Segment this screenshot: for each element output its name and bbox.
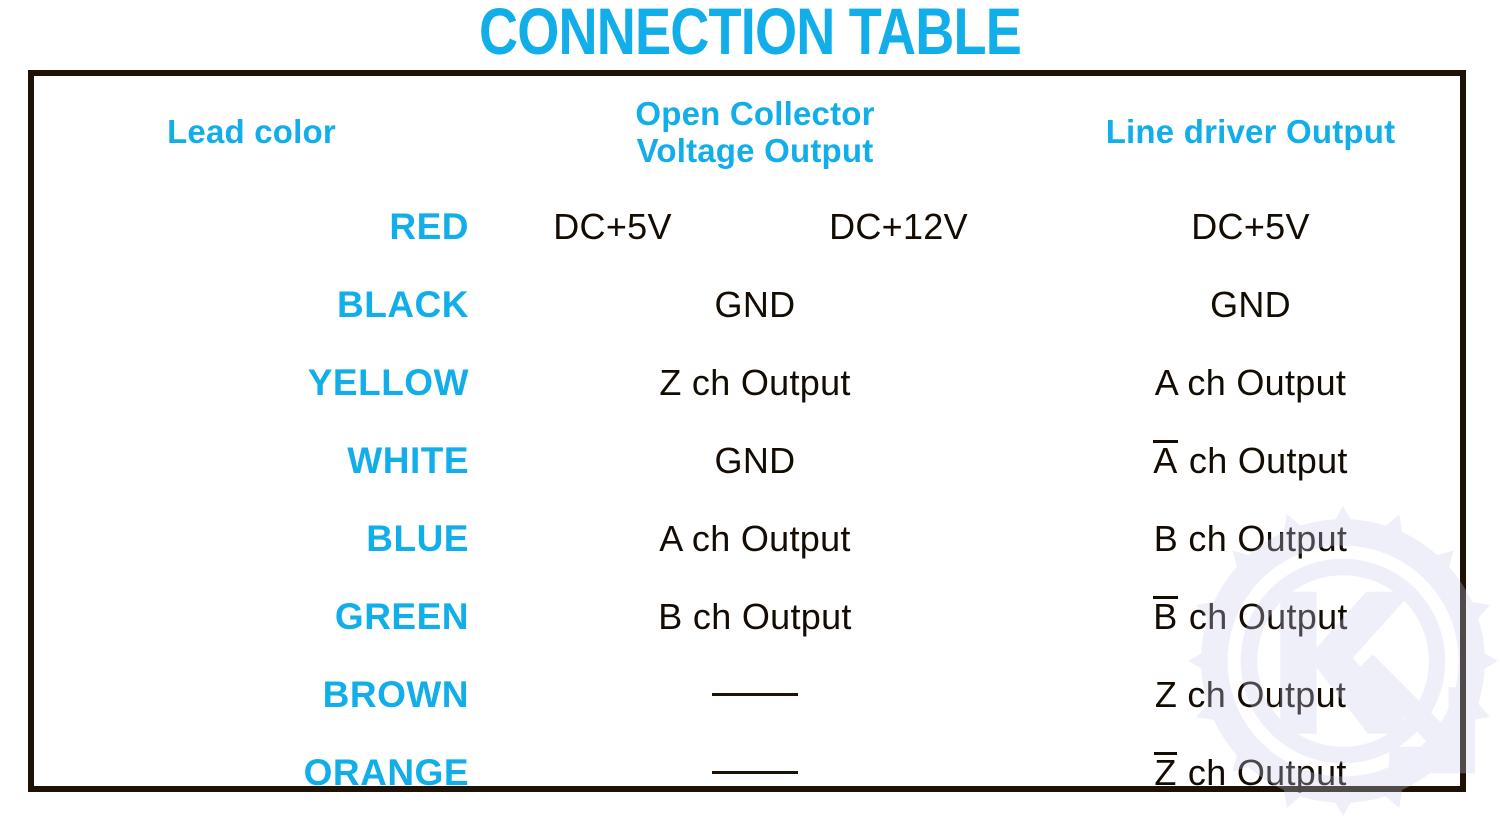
page-title: CONNECTION TABLE — [478, 0, 1022, 68]
empty-dash — [712, 770, 798, 774]
line-driver-cell: B ch Output — [1153, 518, 1348, 559]
column-header-line-driver-label: Line driver Output — [1105, 113, 1396, 151]
overline-signal: B — [1153, 596, 1178, 637]
open-collector-cell: Z ch Output — [659, 362, 851, 403]
column-header-open-collector-line2: Voltage Output — [636, 132, 874, 169]
line-driver-cell-text: ch Output — [1178, 440, 1348, 481]
lead-color-cell: BLUE — [366, 518, 469, 559]
table-row: WHITE GND A ch Output — [34, 422, 1460, 500]
line-driver-cell: A ch Output — [1154, 362, 1347, 403]
table-row: YELLOW Z ch Output A ch Output — [34, 344, 1460, 422]
connection-table-page: CONNECTION TABLE — [28, 0, 1499, 817]
line-driver-cell-text: ch Output — [1178, 596, 1348, 637]
open-collector-cell: GND — [714, 440, 796, 481]
header-row: Lead color Open Collector Voltage Output… — [34, 76, 1460, 188]
open-collector-cell: GND — [714, 284, 796, 325]
lead-color-cell: ORANGE — [303, 752, 469, 793]
connection-table: Lead color Open Collector Voltage Output… — [28, 70, 1466, 793]
lead-color-cell: YELLOW — [307, 362, 469, 403]
table-header: Lead color Open Collector Voltage Output… — [34, 76, 1460, 188]
line-driver-cell-text: ch Output — [1177, 752, 1347, 793]
open-collector-cell: B ch Output — [658, 596, 852, 637]
open-collector-cell: A ch Output — [659, 518, 851, 559]
line-driver-cell: DC+5V — [1191, 206, 1310, 247]
overline-signal: A — [1153, 440, 1178, 481]
overline-signal: Z — [1154, 752, 1177, 793]
table-row: ORANGE Z ch Output — [34, 734, 1460, 812]
column-header-open-collector-line1: Open Collector — [635, 94, 875, 132]
lead-color-cell: WHITE — [347, 440, 469, 481]
line-driver-cell: Z ch Output — [1154, 674, 1347, 715]
line-driver-cell: GND — [1210, 284, 1291, 325]
table-row: BROWN Z ch Output — [34, 656, 1460, 734]
connection-table-grid: Lead color Open Collector Voltage Output… — [34, 76, 1460, 812]
column-header-lead-color: Lead color — [34, 76, 469, 188]
table-row: BLACK GND GND — [34, 266, 1460, 344]
open-collector-cell — [469, 656, 1041, 734]
table-row: BLUE A ch Output B ch Output — [34, 500, 1460, 578]
column-header-lead-color-label: Lead color — [167, 113, 336, 151]
line-driver-cell: A ch Output — [1041, 422, 1460, 500]
lead-color-cell: BROWN — [322, 674, 469, 715]
table-row: RED DC+5V DC+12V DC+5V — [34, 188, 1460, 266]
table-row: GREEN B ch Output B ch Output — [34, 578, 1460, 656]
empty-dash — [712, 692, 798, 696]
open-collector-cell — [469, 734, 1041, 812]
open-collector-cell-a: DC+5V — [553, 206, 672, 247]
open-collector-cell-b: DC+12V — [829, 206, 968, 247]
column-header-open-collector: Open Collector Voltage Output — [469, 76, 1041, 188]
line-driver-cell: Z ch Output — [1041, 734, 1460, 812]
column-header-line-driver: Line driver Output — [1041, 76, 1460, 188]
line-driver-cell: B ch Output — [1041, 578, 1460, 656]
table-body: RED DC+5V DC+12V DC+5V BLACK GND GND YEL… — [34, 188, 1460, 812]
lead-color-cell: BLACK — [337, 284, 469, 325]
lead-color-cell: RED — [389, 206, 469, 247]
lead-color-cell: GREEN — [334, 596, 469, 637]
